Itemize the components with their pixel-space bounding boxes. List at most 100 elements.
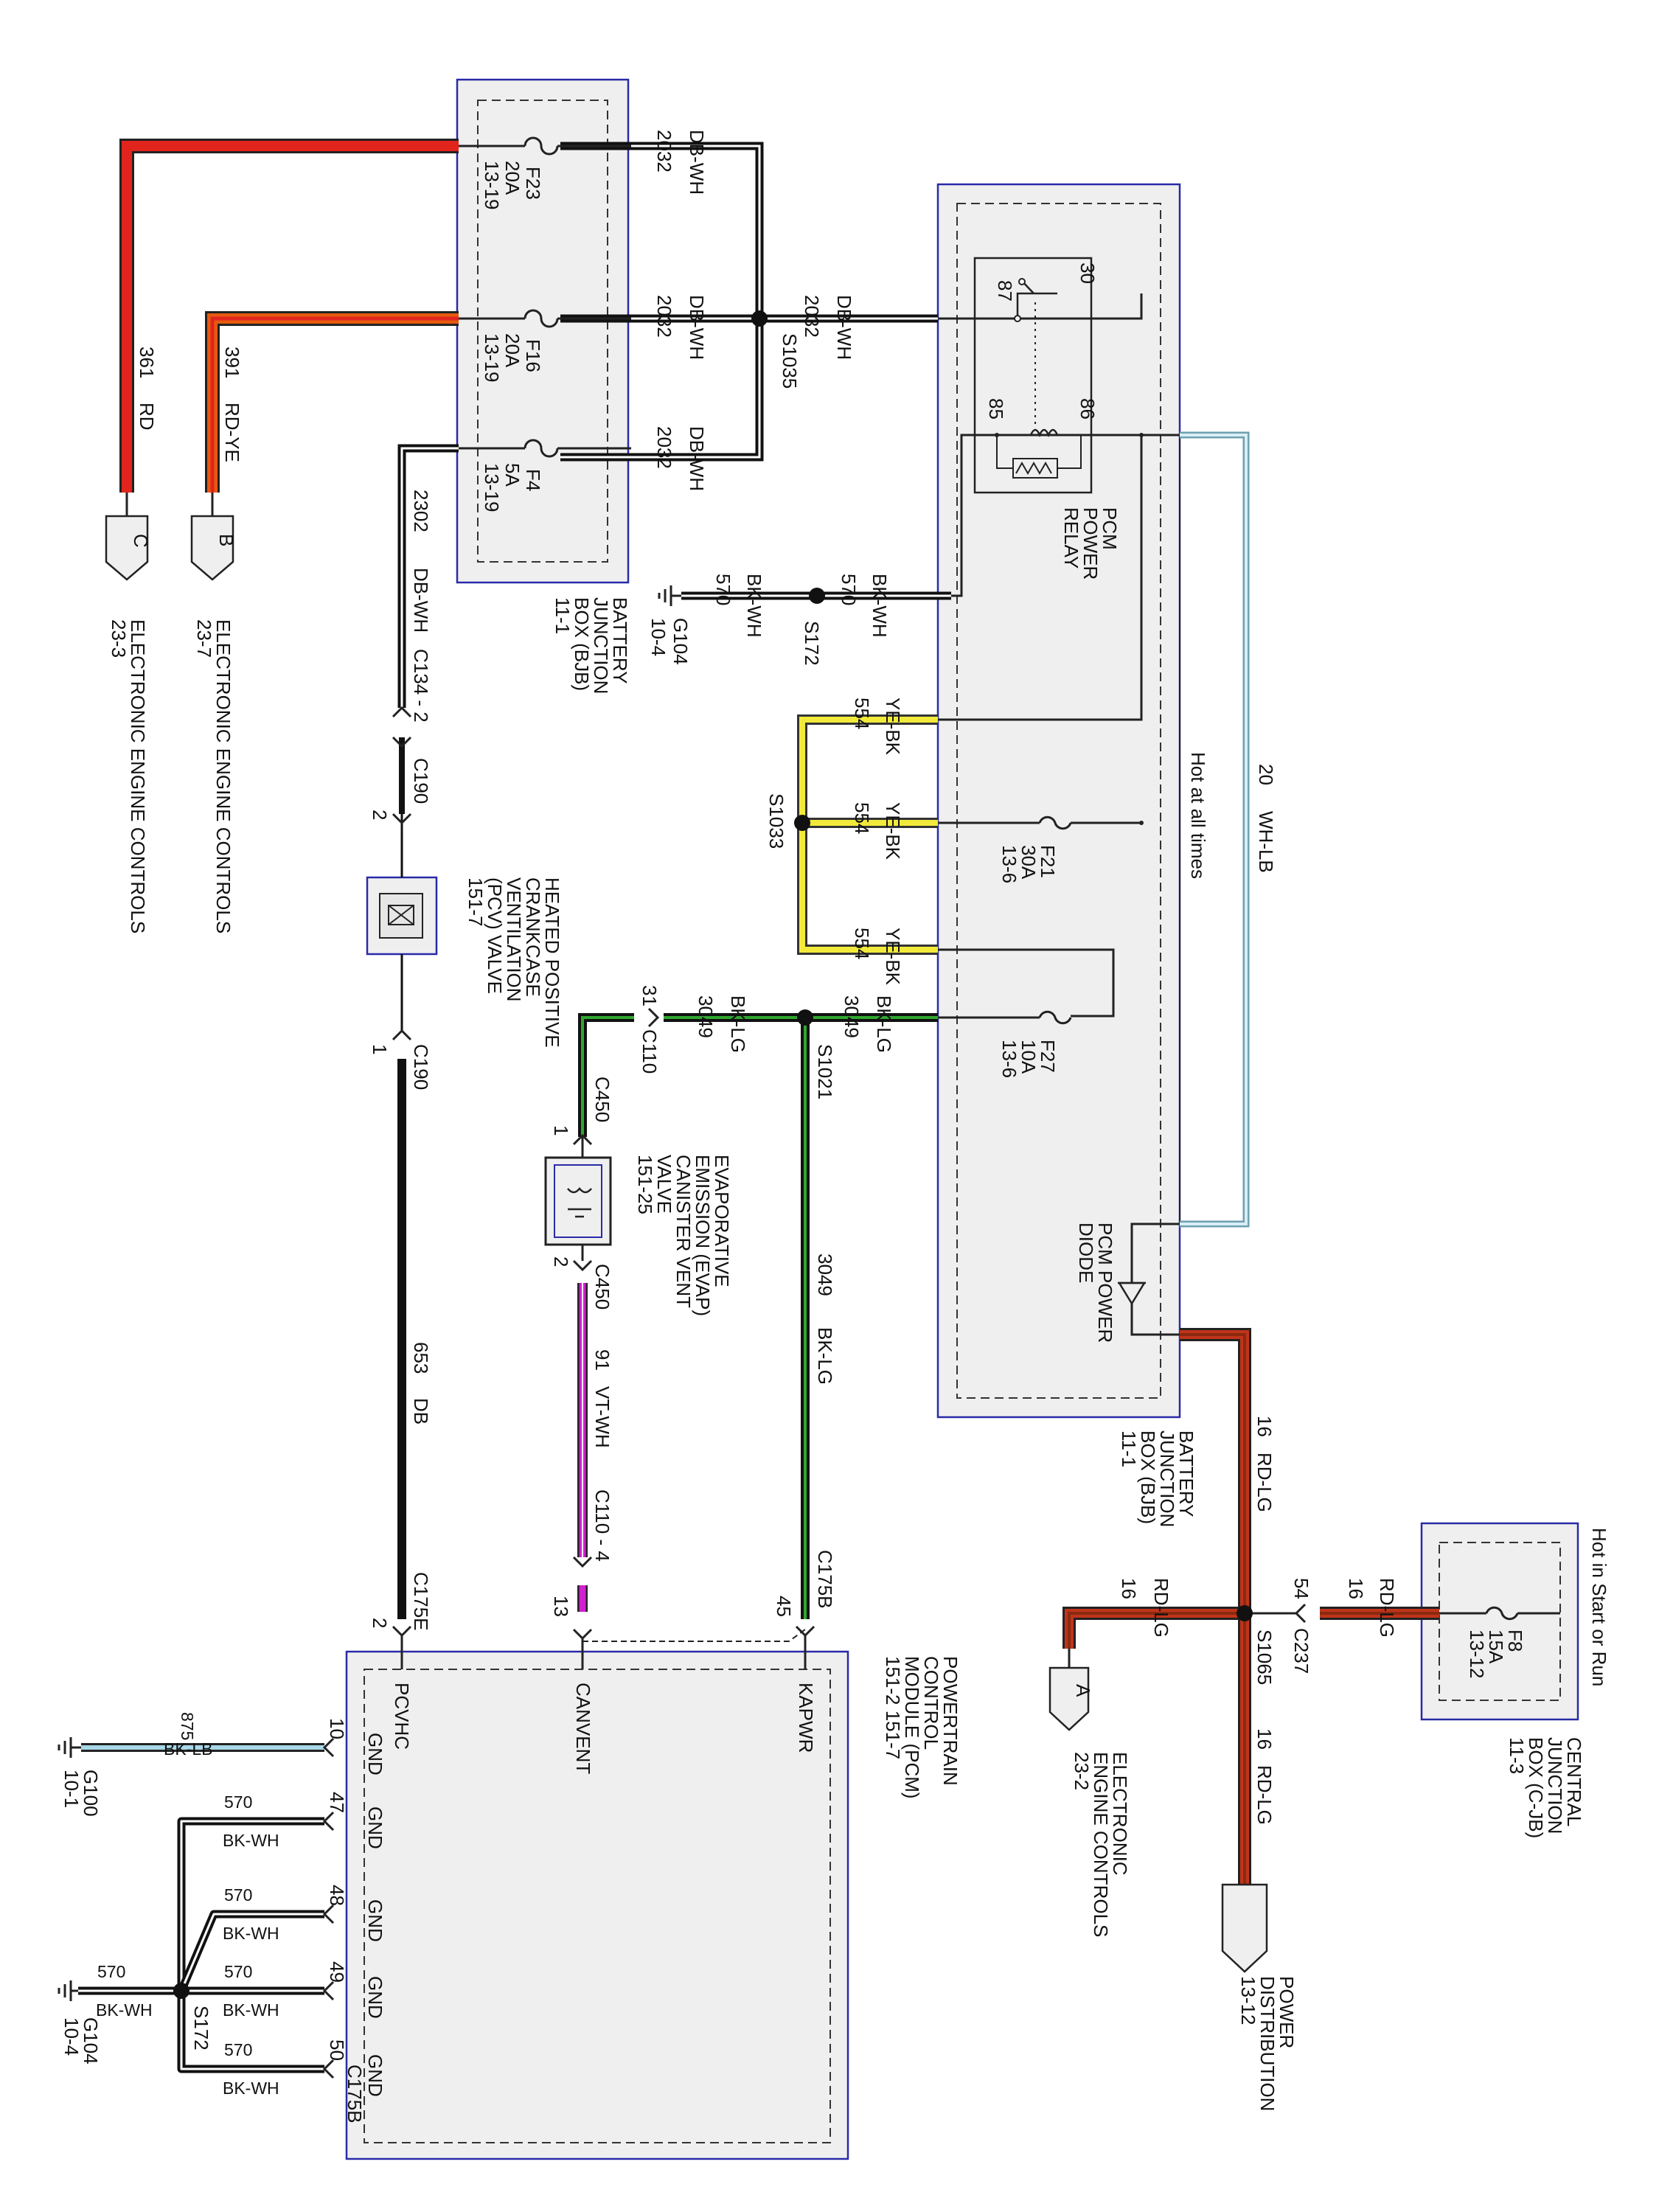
pcm-pin-canvent: CANVENT (572, 1683, 594, 1774)
relay-internals (995, 278, 1144, 825)
label-s172: S172 (801, 621, 823, 666)
cjb-label-1: CENTRAL (1563, 1737, 1585, 1826)
label-16-d-color: RD-LG (1376, 1578, 1398, 1638)
label-16-c: 16 (1118, 1578, 1140, 1599)
relay-label-2: POWER (1079, 507, 1102, 580)
pcm-pin-pcvhc: PCVHC (391, 1683, 413, 1750)
label-570-g1: 570 (224, 1792, 252, 1812)
label-16-c-color: RD-LG (1150, 1578, 1172, 1638)
wire-361 (119, 139, 459, 493)
label-g104: G104 (669, 618, 692, 665)
label-554-c-color: YE-BK (882, 928, 904, 986)
label-pin54: 54 (1290, 1578, 1312, 1599)
label-554-b-color: YE-BK (882, 802, 904, 860)
label-f21-ref: 13-6 (998, 845, 1020, 883)
fuse-f4 (459, 439, 631, 458)
label-16-b-color: RD-LG (1253, 1765, 1276, 1825)
offpage-a-label-1: ELECTRONIC (1109, 1752, 1131, 1876)
bjb-relay-label-2: JUNCTION (1156, 1430, 1178, 1527)
label-2302: 2302 (410, 490, 432, 532)
label-16-a: 16 (1253, 1416, 1276, 1437)
offpage-a (1048, 1649, 1090, 1731)
relay-pin-85: 85 (985, 398, 1007, 420)
label-c190b: C190 (410, 1044, 432, 1090)
label-pin-45-pcm: 45 (773, 1596, 795, 1617)
pcm-label-2: CONTROL (920, 1656, 942, 1750)
wire-391 (205, 311, 459, 493)
offpage-c-letter: C (130, 534, 152, 548)
label-s1021: S1021 (814, 1044, 836, 1099)
relay-pin-86: 86 (1077, 398, 1099, 420)
bjb-relay-label-4: 11-1 (1118, 1430, 1140, 1467)
label-c175b-bottom: C175B (344, 2065, 366, 2124)
label-2032-a: 2032 (653, 130, 675, 173)
pcm-pin-48: 48 (326, 1885, 348, 1906)
cjb-hot-note: Hot in Start or Run (1588, 1528, 1610, 1686)
bjb-relay-box (936, 183, 1181, 1419)
label-554-b: 554 (851, 802, 873, 834)
cjb-label-4: 11-3 (1506, 1737, 1528, 1774)
offpage-pd-label-2: DISTRIBUTION (1256, 1976, 1279, 2111)
label-16-a-color: RD-LG (1253, 1453, 1276, 1512)
label-2032-b: 2032 (653, 295, 675, 338)
pcm-pin-gnd-10: GND (364, 1733, 386, 1775)
offpage-pd-label-3: 13-12 (1237, 1976, 1259, 2025)
label-f27-ref: 13-6 (998, 1040, 1020, 1078)
label-f21-amps: 30A (1018, 845, 1040, 880)
label-g104-ref: 10-4 (647, 618, 669, 656)
label-570-g1-color: BK-WH (223, 1831, 279, 1850)
pcm-pin-kapwr: KAPWR (795, 1683, 817, 1753)
label-91: 91 (591, 1349, 613, 1371)
label-c450b: C450 (591, 1264, 613, 1310)
relay-label-3: RELAY (1060, 507, 1082, 568)
bjb-top-label-2: JUNCTION (590, 597, 612, 694)
label-91-color: VT-WH (591, 1386, 613, 1448)
label-2032-d: 2032 (801, 295, 823, 338)
label-20: 20 (1255, 764, 1277, 785)
pcm-pin-gnd-47: GND (364, 1806, 386, 1849)
pcm-box (345, 1650, 849, 2160)
label-391-color: RD-YE (221, 403, 243, 462)
bjb-top-label-1: BATTERY (609, 597, 631, 684)
label-f8-amps: 15A (1485, 1630, 1507, 1664)
evap-label-3: CANISTER VENT (672, 1155, 695, 1308)
label-16-d: 16 (1345, 1578, 1367, 1599)
label-s1065: S1065 (1253, 1630, 1276, 1685)
label-f8-ref: 13-12 (1466, 1630, 1488, 1679)
bjb-relay-label-1: BATTERY (1175, 1430, 1197, 1517)
diode-label-2: DIODE (1075, 1222, 1097, 1283)
bjb-top-label-4: 11-1 (552, 597, 574, 634)
offpage-a-label-3: 23-2 (1071, 1752, 1093, 1790)
label-3049-b: 3049 (841, 995, 863, 1038)
label-pin1: 1 (369, 1044, 391, 1054)
label-570-g3: 570 (224, 1962, 252, 1981)
label-hot-at-all-times: Hot at all times (1187, 752, 1209, 879)
wire-570-ground (78, 1817, 324, 2073)
label-f16-ref: 13-19 (481, 333, 503, 383)
label-391: 391 (221, 347, 243, 378)
pcv-label-4: (PCV) VALVE (484, 877, 506, 994)
ground-symbol (58, 585, 681, 2001)
label-f21-id: F21 (1037, 845, 1059, 878)
wire-554 (797, 435, 1143, 1018)
label-2032-c-color: DB-WH (686, 426, 708, 491)
label-570-a: 570 (712, 574, 734, 605)
label-c450: C450 (591, 1077, 613, 1122)
label-pin2: 2 (369, 810, 391, 820)
label-554-c: 554 (851, 928, 873, 959)
label-570-b-color: BK-WH (869, 574, 891, 638)
label-361: 361 (136, 347, 158, 378)
label-g104b-ref: 10-4 (60, 2017, 83, 2056)
fuse-f8 (1485, 1606, 1519, 1621)
offpage-c (105, 493, 149, 581)
splice-dots (173, 310, 1253, 1999)
label-f16-amps: 20A (501, 333, 524, 368)
wire-2302 (397, 444, 459, 1032)
pcm-pin-47: 47 (326, 1792, 348, 1813)
label-c110b: C110 - 4 (591, 1489, 613, 1562)
label-570-g2: 570 (224, 1885, 252, 1905)
pcv-label-1: HEATED POSITIVE (541, 877, 563, 1048)
label-f23-ref: 13-19 (481, 161, 503, 210)
offpage-power-distribution (1221, 1883, 1268, 1973)
